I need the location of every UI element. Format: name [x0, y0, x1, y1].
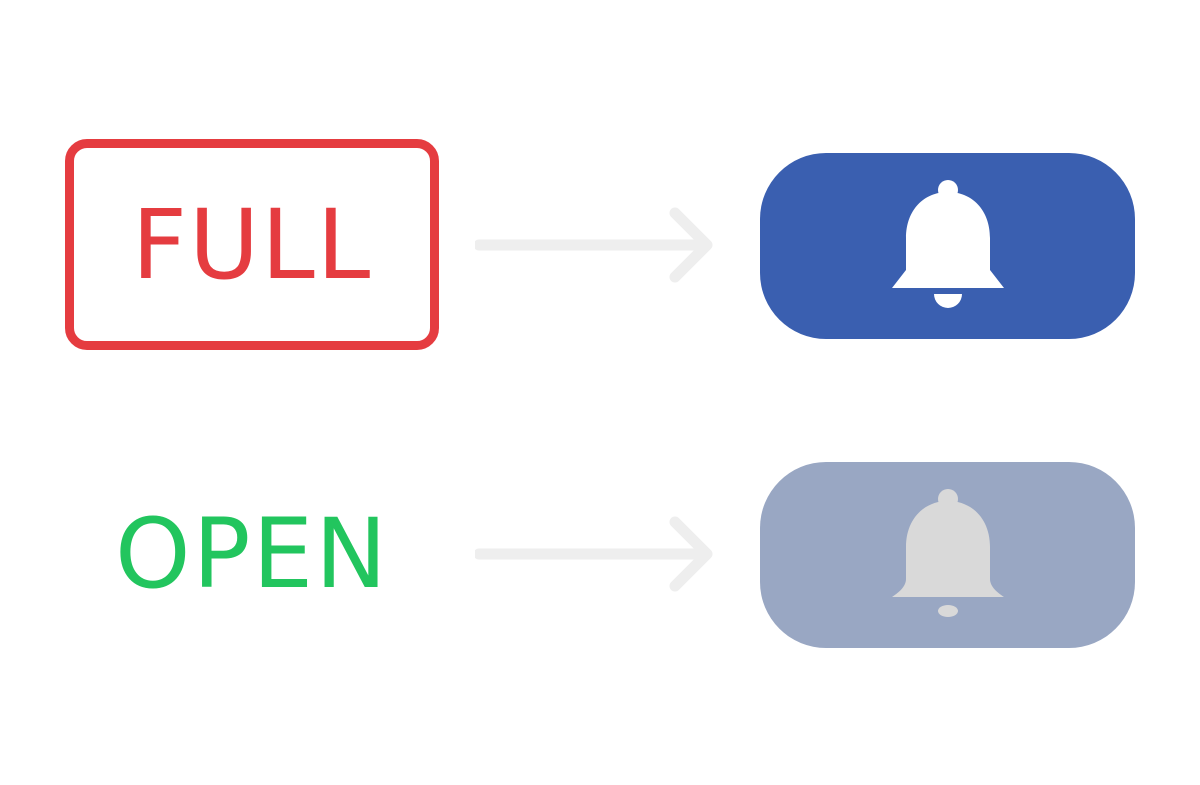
full-status-box: FULL: [65, 139, 439, 350]
open-label: OPEN: [115, 497, 389, 610]
arrow-icon: [475, 516, 713, 592]
notification-button-full[interactable]: [760, 153, 1135, 339]
notification-button-open: [760, 462, 1135, 648]
bell-icon: [891, 180, 1004, 308]
arrow-icon: [475, 207, 713, 283]
bell-icon: [891, 489, 1004, 617]
full-label: FULL: [131, 188, 373, 301]
open-status-box: OPEN: [65, 448, 439, 659]
